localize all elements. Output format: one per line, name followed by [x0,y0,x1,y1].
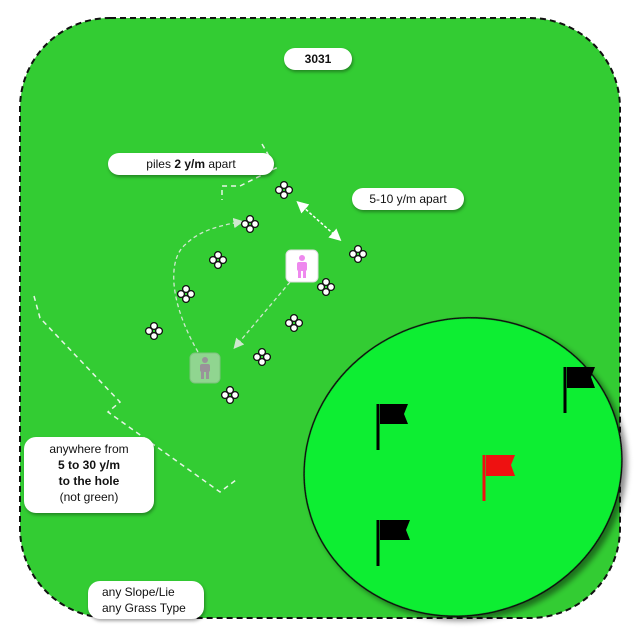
ball-pile-icon [348,244,368,264]
piles-prefix: piles [146,157,175,171]
ball-pile-icon [144,321,164,341]
spacing-arrow [296,201,342,241]
ball-pile-icon [176,284,196,304]
ball-pile-icon [220,385,240,405]
drill-code-badge: 3031 [284,48,352,70]
player-position-previous [189,352,221,384]
piles-spacing-label: piles 2 y/m apart [108,153,274,175]
distance-line-2: 5 to 30 y/m [57,458,121,472]
movement-arrows [173,217,291,353]
ball-pile-icon [240,214,260,234]
piles-range-label: 5-10 y/m apart [352,188,464,210]
distance-line-3: to the hole [58,474,120,488]
ball-pile-icon [208,250,228,270]
conditions-line-1: any Slope/Lie [102,585,175,599]
player-position-active [285,249,319,283]
flag-icon [563,367,595,413]
ball-piles [144,180,368,405]
ball-pile-icon [284,313,304,333]
distance-line-1: anywhere from [49,442,129,456]
piles-distance: 2 y/m [174,157,205,171]
ball-pile-icon [252,347,272,367]
putting-green [303,317,623,617]
conditions-line-2: any Grass Type [102,601,186,615]
distance-label: anywhere from 5 to 30 y/m to the hole (n… [24,437,154,513]
flag-icon [376,520,410,566]
distance-line-4: (not green) [59,490,119,504]
ball-pile-icon [274,180,294,200]
piles-suffix: apart [205,157,236,171]
ball-pile-icon [316,277,336,297]
conditions-label: any Slope/Lie any Grass Type [88,581,204,619]
person-icon [200,357,210,379]
person-icon [297,255,307,278]
target-flag-icon [482,455,515,501]
flag-icon [376,404,408,450]
